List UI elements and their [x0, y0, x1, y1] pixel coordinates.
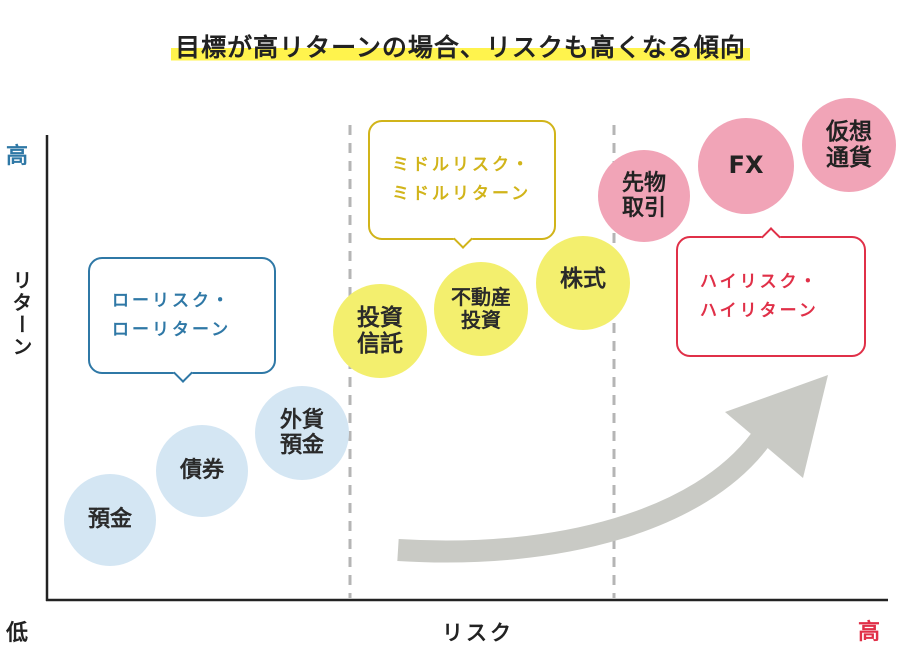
circle-fx: FX	[698, 118, 794, 214]
diagram-title: 目標が高リターンの場合、リスクも高くなる傾向	[171, 28, 750, 64]
circle-kabushiki: 株式	[536, 236, 630, 330]
circle-toushin-line-2: 信託	[357, 331, 403, 357]
trend-arrow-body	[397, 433, 769, 563]
y-axis-low-label: 低	[6, 621, 29, 646]
callout-low-line-2: ローリターン	[112, 319, 232, 340]
callout-middle-risk: ミドルリスク・ ミドルリターン	[368, 120, 556, 249]
y-axis-label: リターン	[9, 270, 33, 358]
callout-low-line-1: ローリスク・	[112, 290, 232, 311]
title-wrap: 目標が高リターンの場合、リスクも高くなる傾向	[0, 28, 921, 64]
circle-yokin-label: 預金	[87, 507, 132, 533]
callout-low-risk: ローリスク・ ローリターン	[88, 257, 276, 383]
circle-gaika-yokin: 外貨 預金	[255, 386, 349, 480]
circle-yokin: 預金	[64, 474, 156, 566]
circle-fudousan-line-2: 投資	[461, 308, 501, 332]
circle-kasou-line-1: 仮想	[826, 118, 872, 145]
circle-fudousan-line-1: 不動産	[451, 285, 511, 309]
circle-sakimono-line-2: 取引	[621, 196, 666, 221]
circle-saiken: 債券	[156, 425, 248, 517]
callout-high-line-2: ハイリターン	[700, 300, 819, 321]
trend-arrow-head	[725, 375, 828, 478]
callout-high-line-1: ハイリスク・	[700, 271, 820, 292]
callout-middle-line-2: ミドルリターン	[392, 184, 532, 204]
callout-high-risk: ハイリスク・ ハイリターン	[676, 227, 866, 357]
circle-sakimono: 先物 取引	[598, 150, 690, 242]
circle-gaika-line-2: 預金	[279, 433, 324, 458]
circle-fudousan: 不動産 投資	[434, 262, 528, 356]
circle-kasou-tsuuka: 仮想 通貨	[802, 98, 896, 192]
callout-middle-line-1: ミドルリスク・	[392, 155, 532, 176]
y-axis-high-label: 高	[6, 144, 29, 169]
circle-kabushiki-label: 株式	[560, 266, 606, 292]
x-axis-high-label: 高	[858, 620, 881, 645]
circle-fx-label: FX	[728, 151, 764, 180]
x-axis-label: リスク	[442, 621, 514, 645]
circle-toushin-line-1: 投資	[357, 304, 403, 331]
circle-saiken-label: 債券	[179, 458, 224, 484]
circle-kasou-line-2: 通貨	[826, 145, 872, 171]
circle-gaika-line-1: 外貨	[279, 407, 324, 433]
circle-toushin: 投資 信託	[333, 284, 427, 378]
circle-sakimono-line-1: 先物	[621, 170, 666, 196]
